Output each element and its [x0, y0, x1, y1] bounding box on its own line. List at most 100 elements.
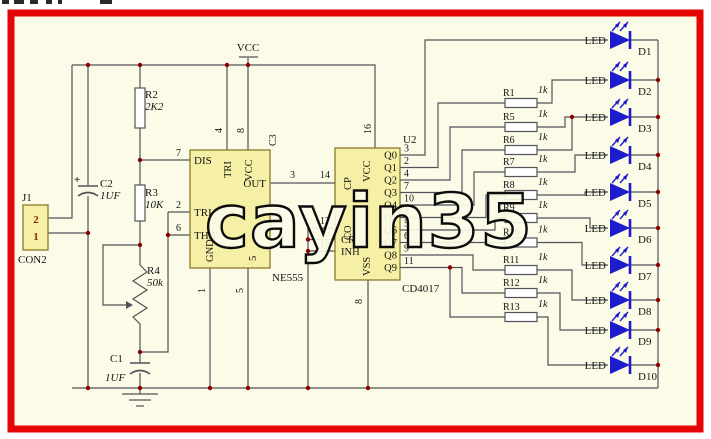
wire-from-r5 — [537, 116, 608, 128]
led-d5-label: LED — [585, 187, 606, 199]
junction-dot — [655, 362, 661, 368]
cd4017-pin8-num: 8 — [354, 299, 365, 304]
led-arrow-head — [623, 137, 628, 143]
led-arrow-head — [623, 312, 628, 318]
led-d9-ref: D9 — [638, 336, 652, 348]
led-triangle — [610, 108, 630, 126]
r8-value-label: 1k — [538, 177, 548, 188]
led-d7 — [610, 246, 632, 274]
resistor-r8-body — [504, 189, 538, 201]
junction-dot — [305, 237, 311, 242]
r8-ref-label: R8 — [503, 180, 515, 191]
wire-from-r6 — [537, 117, 573, 151]
led-d2-label: LED — [585, 75, 606, 87]
resistor-r7-body — [504, 166, 538, 178]
wire-to-r12 — [400, 266, 505, 294]
top-clipped-text-fragment — [2, 0, 9, 4]
watermark-text: cayin35 — [205, 179, 533, 265]
r3-value-label: 10K — [145, 199, 164, 211]
j1-pin1-label: 1 — [33, 231, 39, 243]
cd4017-q-label: Q9 — [384, 263, 397, 274]
r4-ref-label: R4 — [147, 265, 160, 277]
potentiometer-r4-zigzag — [131, 264, 149, 330]
junction-dot — [305, 385, 311, 391]
r6-value-label: 1k — [538, 132, 548, 143]
vcc-port-label: VCC — [237, 42, 260, 54]
wire-to-r13 — [449, 267, 505, 318]
led-arrow-head — [615, 347, 620, 353]
led-arrow-head — [623, 210, 628, 216]
ne555-vcc-label: VCC — [244, 159, 255, 181]
led-d3-label: LED — [585, 112, 606, 124]
junction-dot — [137, 62, 143, 68]
r12-ref-label: R12 — [503, 278, 520, 289]
ne555-name-label: NE555 — [272, 272, 304, 284]
led-d6-label: LED — [585, 223, 606, 235]
led-triangle — [610, 71, 630, 89]
led-arrow-head — [623, 247, 628, 253]
r12-value-label: 1k — [538, 275, 548, 286]
cap-c2-curved-plate — [77, 191, 99, 197]
resistor-r9-body — [504, 212, 538, 224]
junction-dot — [655, 77, 661, 83]
connector-j1-body — [22, 204, 49, 251]
c2-ref-label: C2 — [100, 178, 113, 190]
ne555-pin2-num: 2 — [176, 200, 181, 211]
r7-value-label: 1k — [538, 154, 548, 165]
r7-ref-label: R7 — [503, 157, 515, 168]
led-arrow-head — [623, 99, 628, 105]
led-arrow-head — [615, 137, 620, 143]
junction-dot — [655, 189, 661, 195]
led-d1-ref: D1 — [638, 46, 651, 58]
led-d6-ref: D6 — [638, 234, 652, 246]
ne555-pin7-num: 7 — [176, 148, 181, 159]
led-d1-label: LED — [585, 35, 606, 47]
r11-value-label: 1k — [538, 252, 548, 263]
wire — [140, 212, 169, 353]
top-clipped-text-fragment — [14, 0, 24, 4]
r1-value-label: 1k — [538, 85, 548, 96]
wire-q0-to-d1 — [400, 39, 608, 156]
cd4017-q-label: Q0 — [384, 151, 397, 162]
junction-dot — [655, 225, 661, 231]
led-arrow-head — [623, 347, 628, 353]
led-d4 — [610, 136, 632, 164]
out-net-pin3-num: 3 — [290, 170, 295, 181]
j1-pin2-label: 2 — [33, 214, 39, 226]
wire-from-r1 — [537, 79, 608, 104]
wire — [307, 227, 335, 388]
ne555-tri-label: TRI — [194, 207, 212, 219]
led-triangle — [610, 219, 630, 237]
led-d1 — [610, 21, 632, 49]
ne555-gnd-label: GND — [205, 239, 216, 262]
cd4017-pin16-num: 16 — [363, 124, 374, 134]
cd4017-vss-label: VSS — [362, 257, 373, 276]
junction-dot — [305, 248, 311, 254]
out-net-pin14-num: 14 — [320, 170, 330, 181]
cd4017-co-label: CO — [343, 225, 354, 240]
wire — [48, 65, 73, 219]
cd4017-q-label: Q2 — [384, 176, 397, 187]
led-d5-ref: D5 — [638, 198, 652, 210]
cd4017-out-pin-num: 3 — [404, 144, 409, 155]
wire — [72, 64, 376, 148]
resistor-r11-body — [504, 264, 538, 276]
j1-type-label: CON2 — [18, 254, 47, 266]
cd4017-pin15-num: 15 — [320, 228, 330, 239]
led-arrow-head — [615, 282, 620, 288]
cd4017-q-label: Q3 — [384, 188, 397, 199]
led-arrow-head — [623, 22, 628, 28]
junction-dot — [655, 152, 661, 158]
cd4017-out-pin-num: 1 — [404, 206, 409, 217]
wire-from-r9 — [537, 217, 608, 229]
led-d2 — [610, 61, 632, 89]
cd4017-vcc-label: VCC — [362, 160, 373, 182]
led-arrow-head — [623, 174, 628, 180]
wire-to-r9 — [400, 217, 505, 231]
r11-ref-label: R11 — [503, 255, 519, 266]
c2-value-label: 1UF — [100, 190, 120, 202]
cd4017-body — [334, 147, 401, 281]
cd4017-out-pin-num: 2 — [404, 156, 409, 167]
